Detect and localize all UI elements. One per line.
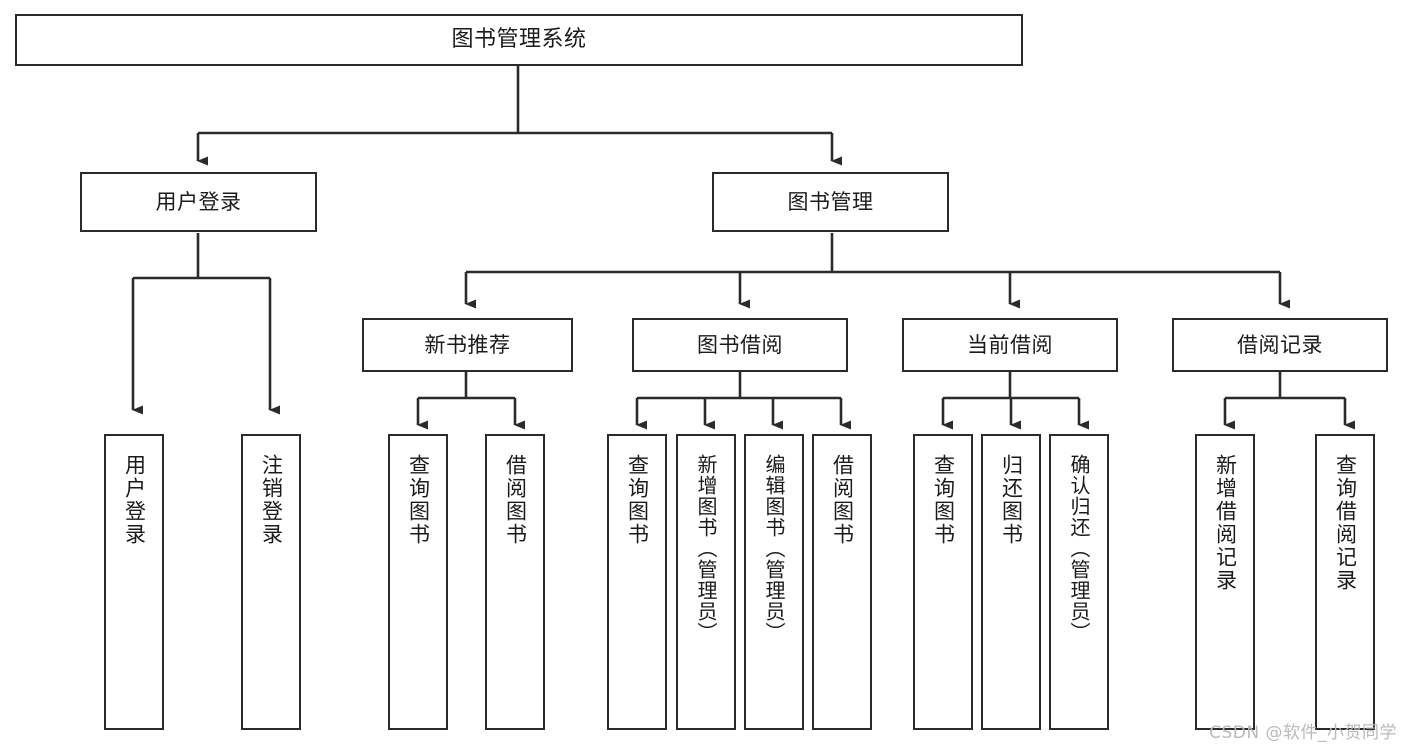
node-current-borrow[interactable]: 当前借阅 bbox=[902, 318, 1118, 372]
node-label: 借阅图书 bbox=[503, 454, 528, 546]
leaf-records-query-borrow-record[interactable]: 查询借阅记录 bbox=[1315, 434, 1375, 730]
node-book-borrow[interactable]: 图书借阅 bbox=[632, 318, 848, 372]
node-user-login[interactable]: 用户登录 bbox=[80, 172, 317, 232]
leaf-user-login-login[interactable]: 用户登录 bbox=[104, 434, 164, 730]
leaf-book-borrow-edit-book-admin[interactable]: 编辑图书（管理员） bbox=[744, 434, 804, 730]
node-borrow-records[interactable]: 借阅记录 bbox=[1172, 318, 1388, 372]
node-label: 查询借阅记录 bbox=[1333, 454, 1358, 592]
leaf-book-borrow-add-book-admin[interactable]: 新增图书（管理员） bbox=[676, 434, 736, 730]
leaf-records-add-borrow-record[interactable]: 新增借阅记录 bbox=[1195, 434, 1255, 730]
node-label: 注销登录 bbox=[259, 454, 284, 546]
node-label: 归还图书 bbox=[999, 454, 1024, 546]
node-label: 借阅图书 bbox=[830, 454, 855, 546]
node-label: 查询图书 bbox=[406, 454, 431, 546]
node-label: 用户登录 bbox=[155, 189, 242, 214]
node-new-book-recommend[interactable]: 新书推荐 bbox=[362, 318, 573, 372]
leaf-current-borrow-return-books[interactable]: 归还图书 bbox=[981, 434, 1041, 730]
node-label: 确认归还（管理员） bbox=[1067, 454, 1091, 643]
node-book-management[interactable]: 图书管理 bbox=[712, 172, 949, 232]
node-label: 用户登录 bbox=[122, 454, 147, 546]
node-label: 新书推荐 bbox=[424, 332, 511, 357]
node-label: 图书管理 bbox=[787, 189, 874, 214]
node-label: 查询图书 bbox=[931, 454, 956, 546]
leaf-current-borrow-confirm-return-admin[interactable]: 确认归还（管理员） bbox=[1049, 434, 1109, 730]
node-label: 编辑图书（管理员） bbox=[762, 454, 786, 643]
leaf-new-book-query-books[interactable]: 查询图书 bbox=[388, 434, 448, 730]
watermark: CSDN @软件_小贺同学 bbox=[1209, 723, 1397, 743]
leaf-book-borrow-query-books[interactable]: 查询图书 bbox=[607, 434, 667, 730]
node-label: 查询图书 bbox=[625, 454, 650, 546]
node-label: 图书管理系统 bbox=[451, 27, 587, 53]
node-label: 新增图书（管理员） bbox=[694, 454, 718, 643]
leaf-book-borrow-borrow-books[interactable]: 借阅图书 bbox=[812, 434, 872, 730]
leaf-user-login-logout[interactable]: 注销登录 bbox=[241, 434, 301, 730]
leaf-current-borrow-query-books[interactable]: 查询图书 bbox=[913, 434, 973, 730]
node-root-book-management-system[interactable]: 图书管理系统 bbox=[15, 14, 1023, 66]
node-label: 新增借阅记录 bbox=[1213, 454, 1238, 592]
node-label: 借阅记录 bbox=[1237, 332, 1323, 357]
node-label: 图书借阅 bbox=[697, 332, 783, 357]
node-label: 当前借阅 bbox=[967, 332, 1053, 357]
leaf-new-book-borrow-books[interactable]: 借阅图书 bbox=[485, 434, 545, 730]
